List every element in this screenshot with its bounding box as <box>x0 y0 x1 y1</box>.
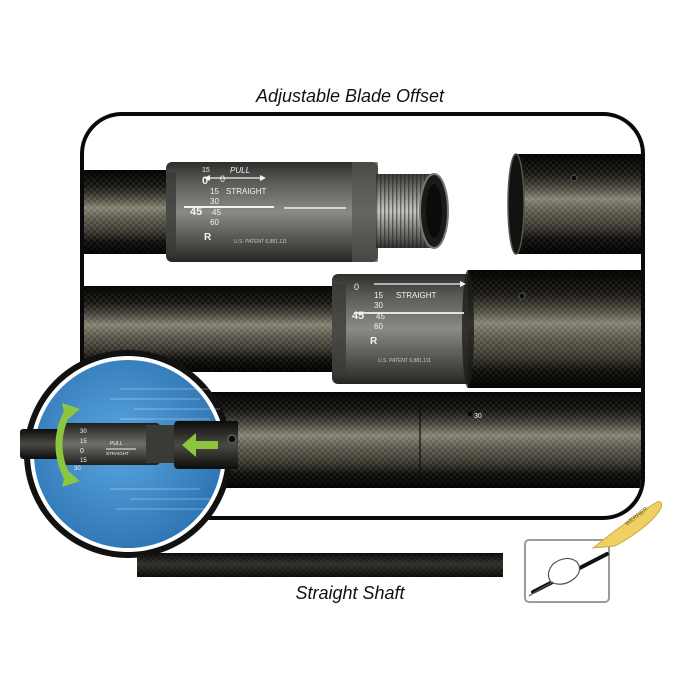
inset-scale-15b: 15 <box>80 458 87 464</box>
paddle-grip-art: WERNER <box>524 501 662 603</box>
middle-scale-60: 60 <box>374 322 383 331</box>
offset-adjust-art: 30 15 0 PULL STRAIGHT 15 30 <box>20 350 269 558</box>
hand-icon <box>547 557 581 585</box>
middle-patent-text: U.S. PATENT 6,881,111 <box>378 358 431 364</box>
straight-shaft-art <box>137 553 503 577</box>
offset-adjust-inset: 30 15 0 PULL STRAIGHT 15 30 <box>10 349 269 559</box>
inset-scale-15: 15 <box>80 439 87 445</box>
upper-scale-0: 0 <box>202 175 208 187</box>
upper-shaft-section: 0 0 PULL 15 15 STRAIGHT 30 45 45 60 R U.… <box>84 162 449 262</box>
middle-scale-15: 15 <box>374 291 383 300</box>
middle-straight-label: STRAIGHT <box>396 291 437 300</box>
straight-shaft <box>137 551 503 579</box>
rotate-arrow-icon <box>55 403 80 487</box>
inset-scale-30: 30 <box>80 429 87 435</box>
upper-scale-30: 30 <box>210 197 219 206</box>
offset-detail-art: 0 0 PULL 15 15 STRAIGHT 30 45 45 60 R U.… <box>84 153 641 488</box>
middle-scale-45b: 45 <box>376 312 385 321</box>
upper-scale-15a: 15 <box>202 167 210 174</box>
inset-left-tube <box>20 429 62 459</box>
upper-pull-label: PULL <box>230 166 250 175</box>
inset-pull-label: PULL <box>110 441 123 447</box>
insert-arrow-icon <box>182 433 218 457</box>
inset-scale-30b: 30 <box>74 466 81 472</box>
inset-scale-0: 0 <box>80 448 84 455</box>
upper-scale-45b: 45 <box>212 208 221 217</box>
middle-scale-0: 0 <box>354 282 359 292</box>
inset-straight-label: STRAIGHT <box>106 451 129 456</box>
blade-shape <box>591 501 662 549</box>
lower-tube-mark: 30 <box>474 413 482 420</box>
lower-shaft-section: 30 <box>184 392 641 488</box>
upper-scale-60: 60 <box>210 218 219 227</box>
upper-scale-15b: 15 <box>210 187 219 196</box>
upper-scale-0b: 0 <box>220 174 225 184</box>
upper-scale-45a: 45 <box>190 206 202 218</box>
title-caption: Adjustable Blade Offset <box>255 86 445 106</box>
upper-side-marker: R <box>204 232 212 243</box>
separated-shaft-end <box>507 153 641 255</box>
upper-straight-label: STRAIGHT <box>226 187 267 196</box>
inset-ferrule <box>60 423 160 465</box>
offset-detail-frame: 0 0 PULL 15 15 STRAIGHT 30 45 45 60 R U.… <box>80 112 645 520</box>
middle-side-marker: R <box>370 336 378 347</box>
middle-scale-30: 30 <box>374 301 383 310</box>
middle-scale-45a: 45 <box>352 310 364 322</box>
straight-shaft-caption: Straight Shaft <box>295 583 405 603</box>
upper-patent-text: U.S. PATENT 6,881,111 <box>234 239 287 245</box>
paddle-grip-inset: WERNER <box>523 496 665 608</box>
